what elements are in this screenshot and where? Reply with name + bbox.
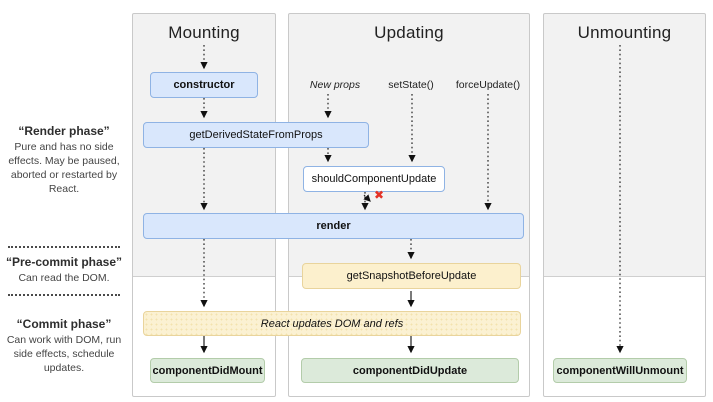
method-render[interactable]: render xyxy=(143,213,524,239)
skip-render-x-icon: ✖ xyxy=(374,188,385,202)
trigger-force-update: forceUpdate() xyxy=(455,79,521,91)
phase-separator xyxy=(8,294,120,296)
phase-render-title: “Render phase” xyxy=(18,124,110,138)
column-title-updating: Updating xyxy=(374,23,444,42)
method-get-snapshot-before-update[interactable]: getSnapshotBeforeUpdate xyxy=(302,263,521,289)
method-constructor[interactable]: constructor xyxy=(150,72,258,98)
phase-pre-commit-title: “Pre-commit phase” xyxy=(5,255,123,269)
method-component-did-update[interactable]: componentDidUpdate xyxy=(301,358,519,383)
column-title-mounting: Mounting xyxy=(168,23,240,42)
phase-commit: “Commit phase” Can work with DOM, run si… xyxy=(0,317,128,376)
column-unmounting: Unmounting xyxy=(543,13,706,397)
column-updating: Updating xyxy=(288,13,530,397)
method-should-component-update[interactable]: shouldComponentUpdate xyxy=(303,166,445,192)
phase-render: “Render phase” Pure and has no side effe… xyxy=(0,124,128,196)
trigger-set-state: setState() xyxy=(388,79,434,91)
phase-commit-title: “Commit phase” xyxy=(16,317,112,331)
method-component-will-unmount[interactable]: componentWillUnmount xyxy=(553,358,687,383)
phase-pre-commit-description: Can read the DOM. xyxy=(18,272,110,284)
phase-separator xyxy=(8,246,120,248)
column-title-unmounting: Unmounting xyxy=(577,23,672,42)
method-get-derived-state-from-props[interactable]: getDerivedStateFromProps xyxy=(143,122,369,148)
phase-commit-description: Can work with DOM, run side effects, sch… xyxy=(6,334,122,374)
method-component-did-mount[interactable]: componentDidMount xyxy=(150,358,265,383)
trigger-new-props: New props xyxy=(309,79,361,91)
phase-pre-commit: “Pre-commit phase” Can read the DOM. xyxy=(0,255,128,286)
step-react-updates-dom-and-refs: React updates DOM and refs xyxy=(143,311,521,336)
phase-render-description: Pure and has no side effects. May be pau… xyxy=(8,141,120,195)
column-mounting: Mounting xyxy=(132,13,276,397)
